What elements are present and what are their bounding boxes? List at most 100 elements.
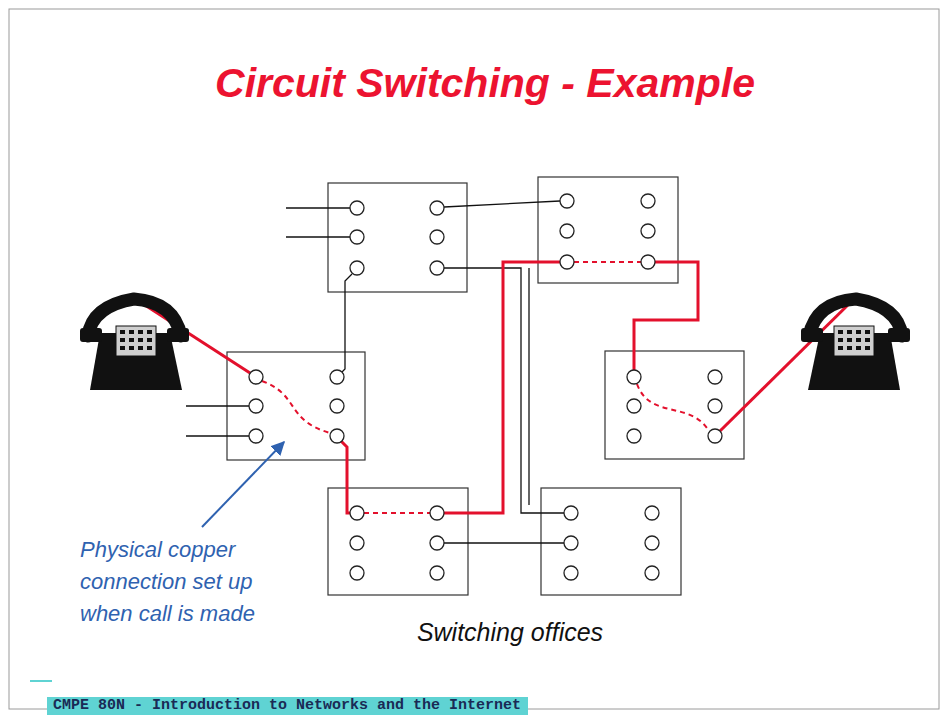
- mouthpiece: [167, 328, 189, 342]
- keys: [838, 330, 870, 350]
- slide-border: [9, 9, 939, 709]
- copper-line: [444, 262, 560, 513]
- port-circle: [350, 536, 364, 550]
- port-circle: [430, 261, 444, 275]
- key: [120, 330, 125, 334]
- port-circle: [350, 230, 364, 244]
- earpiece: [80, 328, 102, 342]
- line: [186, 435, 249, 436]
- line: [286, 236, 350, 237]
- footer-text: CMPE 80N - Introduction to Networks and …: [53, 697, 522, 715]
- port-circle: [249, 429, 263, 443]
- switch-link: [262, 381, 330, 433]
- keypad: [116, 326, 156, 356]
- port-circle: [645, 506, 659, 520]
- line: [528, 268, 529, 505]
- key: [147, 330, 152, 334]
- call-path: [134, 262, 855, 513]
- key: [865, 346, 870, 350]
- port-circle: [560, 255, 574, 269]
- port-circle: [350, 506, 364, 520]
- office-box: [538, 177, 678, 283]
- key: [847, 338, 852, 342]
- switch-link: [637, 384, 709, 431]
- key: [838, 346, 843, 350]
- port-circle: [708, 429, 722, 443]
- key: [138, 338, 143, 342]
- key: [147, 346, 152, 350]
- handset: [809, 299, 902, 336]
- port-circle: [627, 429, 641, 443]
- office-box: [328, 488, 468, 595]
- key: [120, 338, 125, 342]
- line: [444, 542, 564, 543]
- handset: [88, 299, 181, 336]
- port-circle: [430, 506, 444, 520]
- key: [847, 346, 852, 350]
- port-circle: [645, 566, 659, 580]
- telephone: [80, 299, 189, 390]
- slide-title: Circuit Switching - Example: [20, 60, 949, 107]
- port-circle: [564, 536, 578, 550]
- key: [847, 330, 852, 334]
- switch-link: [364, 512, 430, 514]
- copper-line: [341, 441, 350, 513]
- key: [856, 346, 861, 350]
- line: [342, 274, 352, 372]
- switch-link: [574, 261, 641, 263]
- key: [147, 338, 152, 342]
- port-circle: [627, 399, 641, 413]
- port-circle: [560, 224, 574, 238]
- key: [138, 330, 143, 334]
- telephone: [801, 299, 910, 390]
- port-circle: [641, 224, 655, 238]
- port-circle: [708, 399, 722, 413]
- port-circle: [627, 370, 641, 384]
- port-circle: [330, 370, 344, 384]
- line: [444, 201, 560, 207]
- office-box: [605, 351, 744, 459]
- line: [186, 405, 249, 406]
- footer-tick: [30, 680, 52, 682]
- switch-ports: [249, 194, 722, 580]
- port-circle: [249, 399, 263, 413]
- mouthpiece: [801, 328, 823, 342]
- office-box: [541, 488, 681, 595]
- key: [129, 346, 134, 350]
- port-circle: [330, 399, 344, 413]
- key: [129, 338, 134, 342]
- port-circle: [564, 506, 578, 520]
- port-circle: [564, 566, 578, 580]
- port-circle: [350, 566, 364, 580]
- port-circle: [641, 255, 655, 269]
- switching-offices: [227, 177, 744, 595]
- key: [856, 338, 861, 342]
- callout-arrow: [202, 442, 284, 527]
- port-circle: [708, 370, 722, 384]
- key: [865, 330, 870, 334]
- key: [129, 330, 134, 334]
- idle-lines: [186, 201, 564, 543]
- key: [138, 346, 143, 350]
- port-circle: [430, 566, 444, 580]
- port-circle: [430, 201, 444, 215]
- port-circle: [560, 194, 574, 208]
- port-circle: [330, 429, 344, 443]
- line: [286, 207, 350, 208]
- earpiece: [888, 328, 910, 342]
- port-circle: [350, 261, 364, 275]
- footer-band: CMPE 80N - Introduction to Networks and …: [47, 697, 528, 715]
- port-circle: [430, 536, 444, 550]
- copper-line: [634, 262, 698, 370]
- key: [856, 330, 861, 334]
- port-circle: [350, 201, 364, 215]
- port-circle: [430, 230, 444, 244]
- callout-note: Physical copper connection set up when c…: [80, 534, 305, 630]
- key: [120, 346, 125, 350]
- key: [838, 338, 843, 342]
- key: [865, 338, 870, 342]
- port-circle: [249, 370, 263, 384]
- port-circle: [641, 194, 655, 208]
- key: [838, 330, 843, 334]
